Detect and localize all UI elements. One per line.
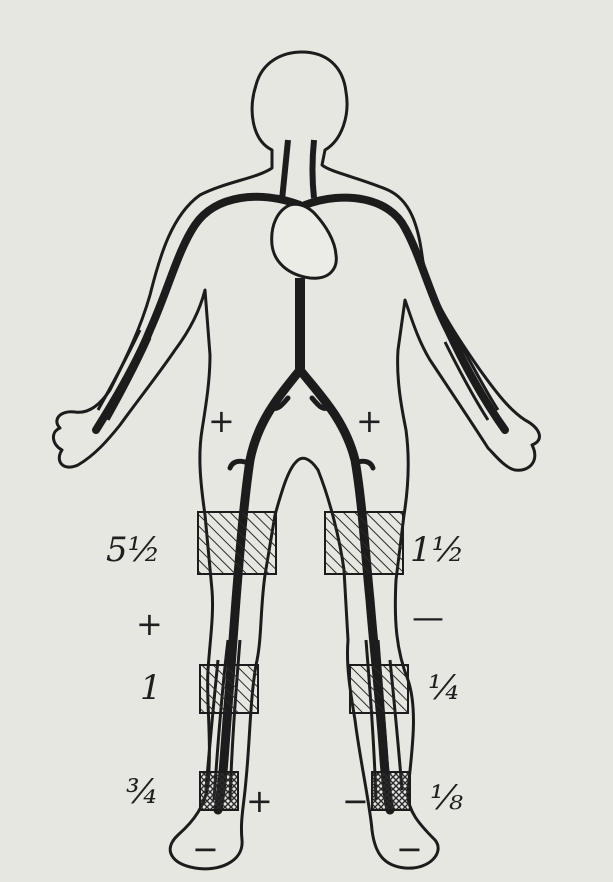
band-right-ankle (200, 772, 238, 810)
label-left-calf: 1 (140, 668, 162, 708)
label-left-thigh: 5½ (106, 530, 161, 570)
sign-left-foot: − (192, 830, 219, 868)
sign-right-foot: − (396, 830, 423, 868)
label-right-thigh: 1½ (410, 530, 465, 570)
band-right-thigh (198, 512, 276, 574)
sign-left-knee: + (136, 605, 163, 643)
sign-left-hip: + (208, 402, 235, 440)
label-right-calf: ¼ (428, 668, 461, 708)
sign-right-hip: + (356, 402, 383, 440)
label-right-ankle: ⅛ (430, 778, 463, 818)
band-right-calf (200, 665, 258, 713)
label-left-ankle: ¾ (126, 772, 159, 812)
band-left-thigh (325, 512, 403, 574)
band-left-calf (350, 665, 408, 713)
band-left-ankle (372, 772, 410, 810)
neck-vessel-right (313, 140, 315, 198)
sign-right-knee: — (412, 598, 444, 636)
sign-left-ankle: + (246, 782, 273, 820)
sign-right-ankle: − (342, 782, 369, 820)
